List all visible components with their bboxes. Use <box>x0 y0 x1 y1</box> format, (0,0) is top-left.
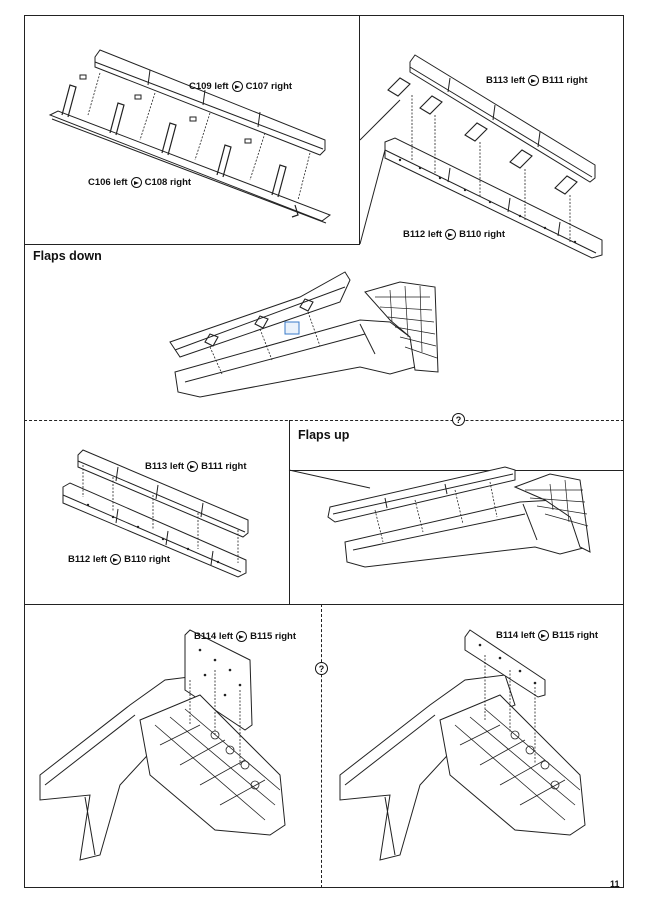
label-b113-b111-mid: B113 left B111 right <box>145 461 247 472</box>
arrow-circle-icon <box>110 554 122 565</box>
divider-dashed-flaps <box>24 420 624 421</box>
label-b114: B114 left <box>194 631 234 642</box>
label-b111: B111 right <box>542 75 588 86</box>
divider-dashed-lower <box>321 604 322 888</box>
label-b114: B114 left <box>496 630 536 641</box>
divider-lower-horizontal <box>24 604 624 605</box>
heading-flaps-up: Flaps up <box>298 428 350 442</box>
label-b112-b110-top: B112 left B110 right <box>403 229 505 240</box>
arrow-circle-icon <box>231 81 243 92</box>
label-c108: C108 right <box>144 177 192 188</box>
label-c109-c107: C109 left C107 right <box>189 81 292 92</box>
label-c109: C109 left <box>189 81 229 92</box>
label-b112-b110-mid: B112 left B110 right <box>68 554 170 565</box>
arrow-circle-icon <box>130 177 142 188</box>
question-mark-icon: ? <box>315 662 328 675</box>
label-c107: C107 right <box>245 81 293 92</box>
arrow-circle-icon <box>187 461 199 472</box>
divider-flaps-up-horizontal <box>289 470 624 471</box>
drawing-b-flap-strip-mid <box>58 445 258 585</box>
arrow-circle-icon <box>528 75 540 86</box>
label-b115: B115 right <box>250 631 297 642</box>
label-b113-b111-top: B113 left B111 right <box>486 75 588 86</box>
heading-flaps-down: Flaps down <box>33 249 102 263</box>
label-b112: B112 left <box>403 229 443 240</box>
label-b112: B112 left <box>68 554 108 565</box>
question-mark-icon: ? <box>452 413 465 426</box>
arrow-circle-icon <box>538 630 550 641</box>
label-b114-b115-left: B114 left B115 right <box>194 631 296 642</box>
divider-top-vertical <box>359 15 360 244</box>
drawing-wing-root-left <box>40 625 305 865</box>
label-b115: B115 right <box>552 630 599 641</box>
label-b113: B113 left <box>486 75 526 86</box>
drawing-flaps-down-assembly <box>160 262 440 402</box>
label-c106: C106 left <box>88 177 128 188</box>
divider-flaps-up-vertical-lower <box>289 470 290 604</box>
divider-top-horizontal <box>24 244 360 245</box>
drawing-b-flap-strip-top <box>380 50 605 265</box>
label-b113: B113 left <box>145 461 185 472</box>
label-b110: B110 right <box>124 554 171 565</box>
label-b114-b115-right: B114 left B115 right <box>496 630 598 641</box>
page-number: 11 <box>610 879 620 889</box>
page-frame <box>24 15 624 888</box>
arrow-circle-icon <box>445 229 457 240</box>
label-b110: B110 right <box>459 229 506 240</box>
divider-flaps-up-vertical <box>289 420 290 470</box>
label-c106-c108: C106 left C108 right <box>88 177 191 188</box>
drawing-c-flap-hinges <box>40 45 340 230</box>
arrow-circle-icon <box>236 631 248 642</box>
label-b111: B111 right <box>201 461 247 472</box>
drawing-wing-root-right <box>340 625 605 865</box>
drawing-flaps-up-assembly <box>325 462 595 572</box>
